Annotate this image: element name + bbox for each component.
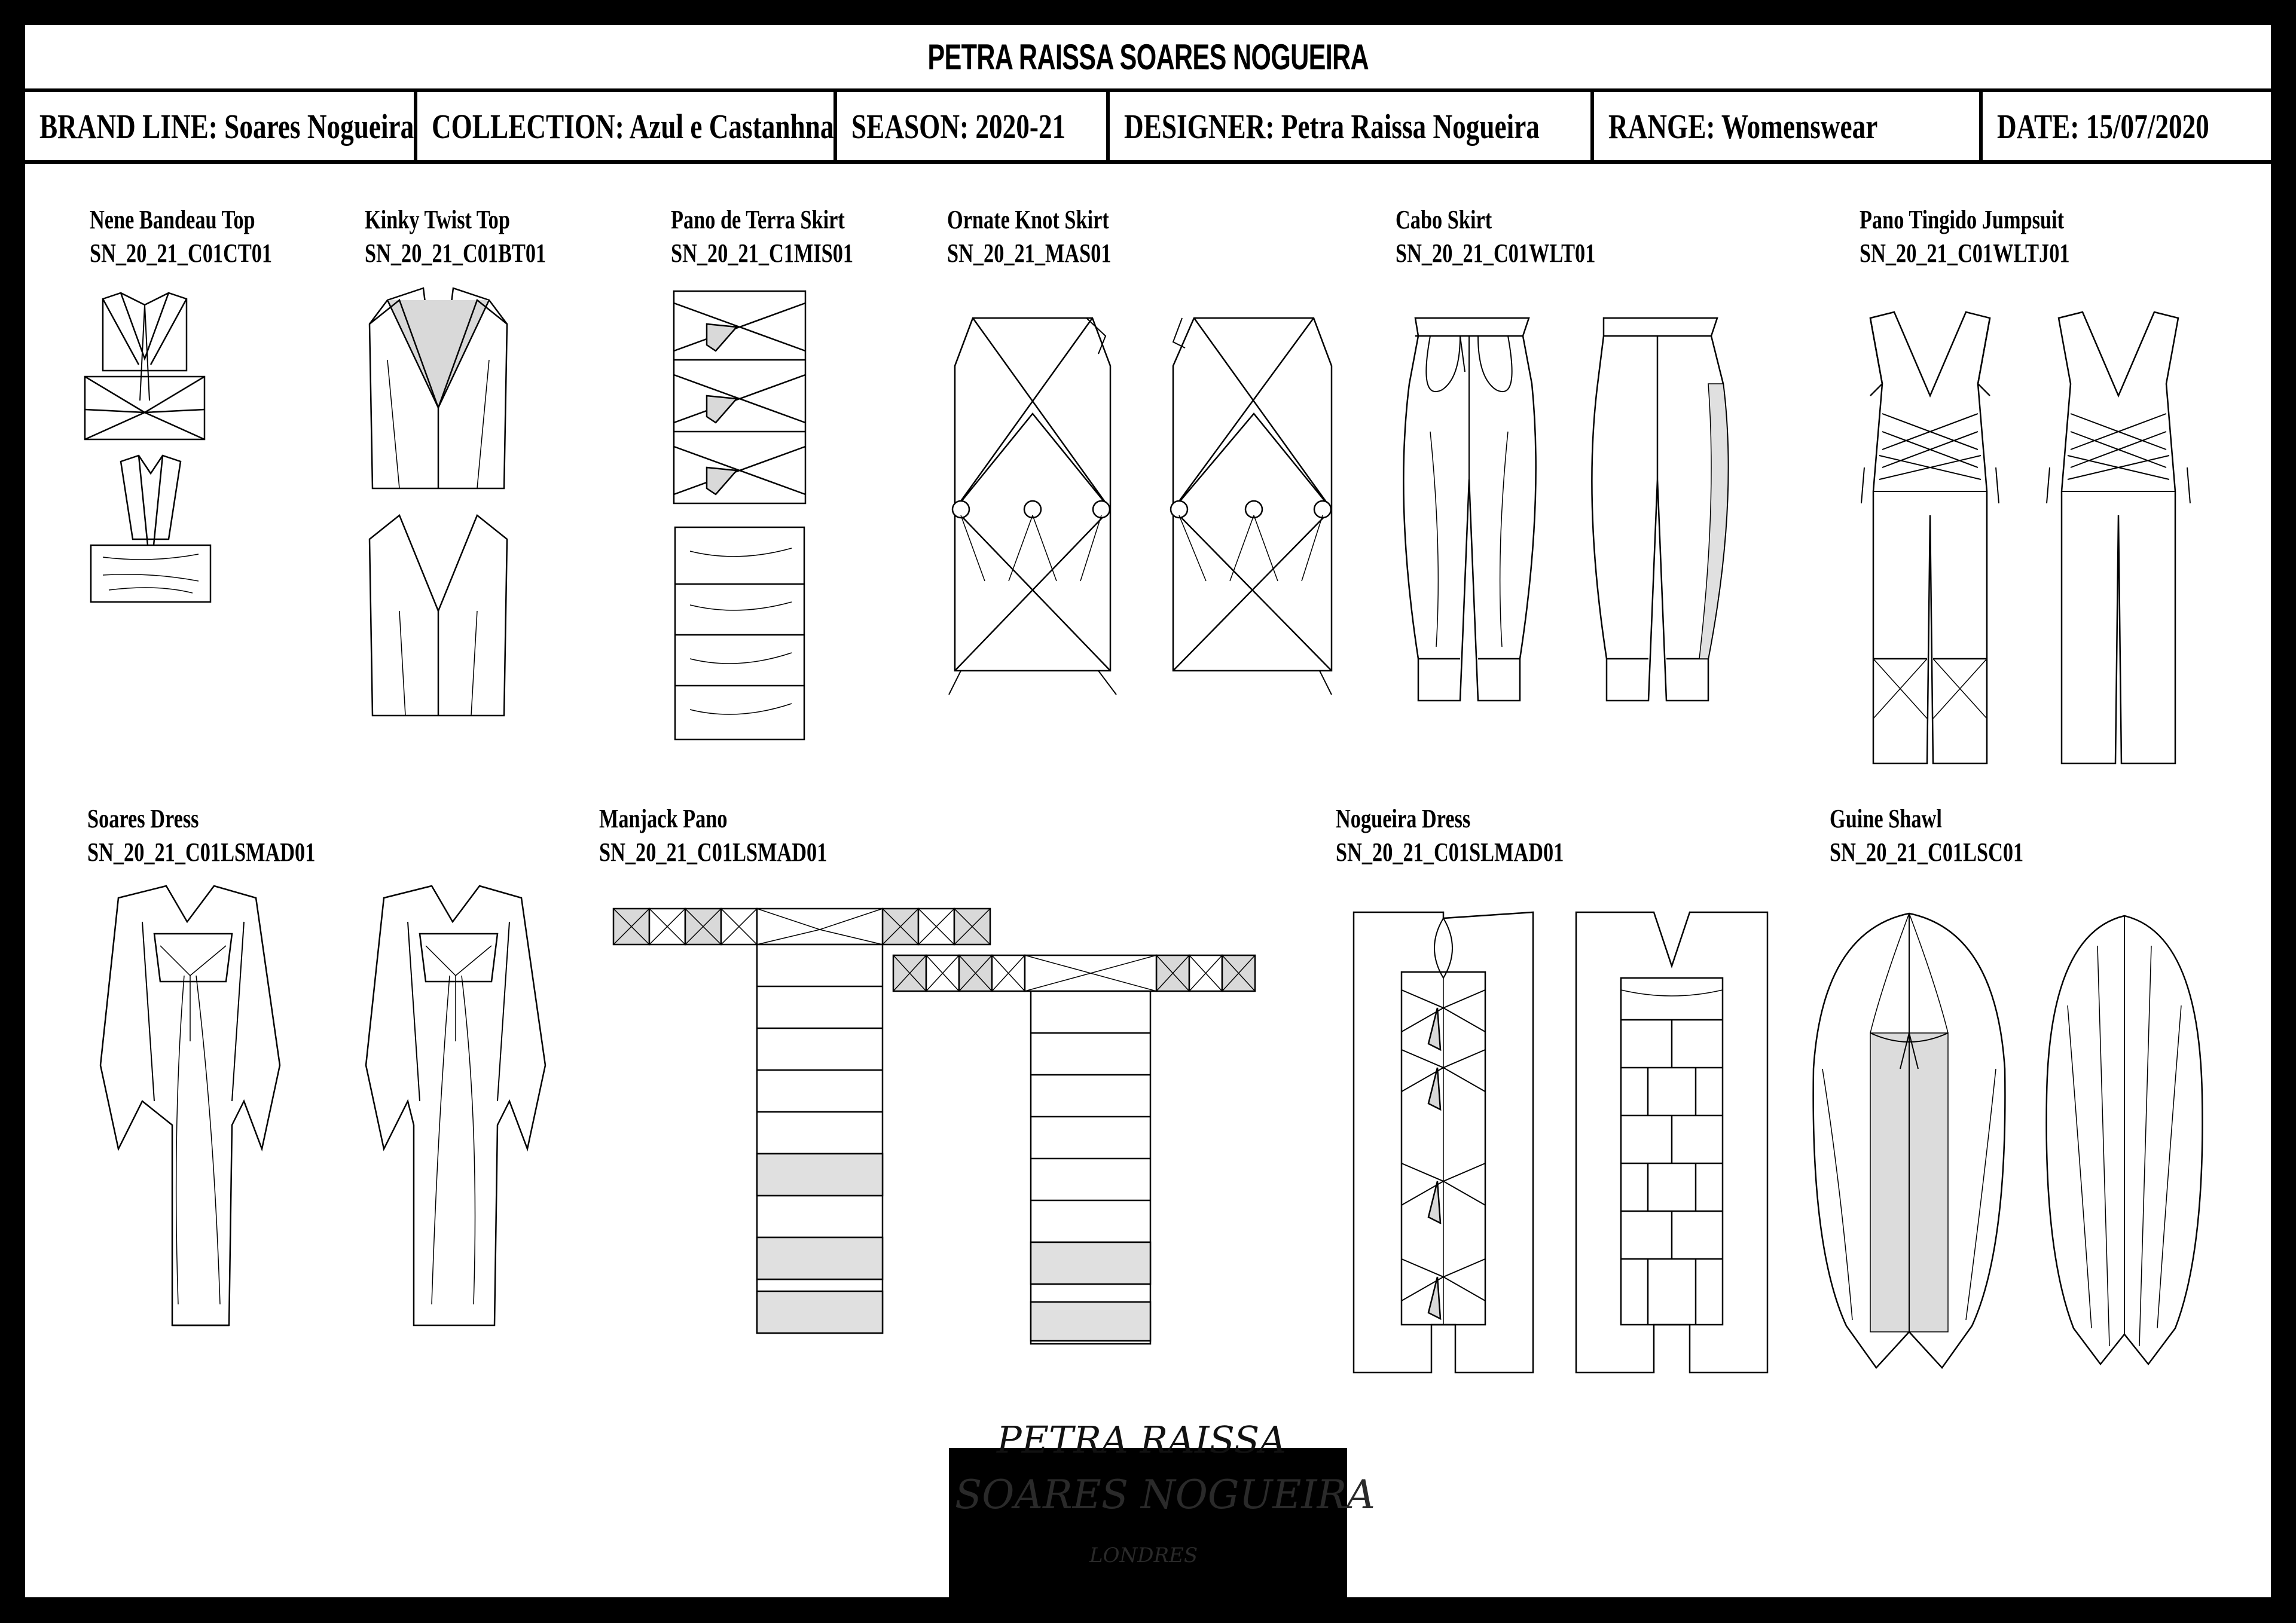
ornate-knot-skirt-back-sketch xyxy=(1170,312,1344,695)
garment-label-nene-bandeau-top: Nene Bandeau Top SN_20_21_C01CT01 xyxy=(90,203,323,270)
garment-code: SN_20_21_MAS01 xyxy=(947,239,1112,268)
garment-code: SN_20_21_C01LSMAD01 xyxy=(87,838,316,867)
nene-bandeau-top-front-sketch xyxy=(85,293,204,448)
date-cell: DATE: 15/07/2020 xyxy=(1983,92,2271,160)
garment-name: Soares Dress xyxy=(87,804,199,833)
garment-name: Pano Tingido Jumpsuit xyxy=(1860,205,2065,234)
range-cell: RANGE: Womenswear xyxy=(1594,92,1983,160)
collection-cell: COLLECTION: Azul e Castanhna xyxy=(417,92,837,160)
garment-label-kinky-twist-top: Kinky Twist Top SN_20_21_C01BT01 xyxy=(365,203,597,270)
nene-bandeau-top-back-sketch xyxy=(91,456,210,605)
garment-label-soares-dress: Soares Dress SN_20_21_C01LSMAD01 xyxy=(87,802,380,869)
garment-code: SN_20_21_C01WLTJ01 xyxy=(1860,239,2070,268)
garment-code: SN_20_21_C01CT01 xyxy=(90,239,273,268)
garment-code: SN_20_21_C01LSC01 xyxy=(1830,838,2024,867)
garment-name: Guine Shawl xyxy=(1830,804,1942,833)
page-title: PETRA RAISSA SOARES NOGUEIRA xyxy=(927,36,1369,77)
designer: DESIGNER: Petra Raissa Nogueira xyxy=(1124,106,1540,146)
garment-name: Manjack Pano xyxy=(599,804,728,833)
logo-line-3: LONDRES xyxy=(1089,1543,1198,1567)
nogueira-dress-back-sketch xyxy=(1576,912,1767,1376)
kinky-twist-top-back-sketch xyxy=(364,515,513,719)
logo-line-1: PETRA RAISSA xyxy=(997,1418,1287,1462)
title-bar: PETRA RAISSA SOARES NOGUEIRA xyxy=(25,25,2271,92)
garment-name: Kinky Twist Top xyxy=(365,205,510,234)
garment-code: SN_20_21_C01BT01 xyxy=(365,239,546,268)
brand-line: BRAND LINE: Soares Nogueira xyxy=(39,106,414,146)
garment-name: Nogueira Dress xyxy=(1336,804,1471,833)
garment-name: Cabo Skirt xyxy=(1396,205,1492,234)
info-bar: BRAND LINE: Soares Nogueira COLLECTION: … xyxy=(25,92,2271,164)
garment-code: SN_20_21_C1MIS01 xyxy=(671,239,854,268)
soares-dress-back-sketch xyxy=(348,886,545,1328)
season: SEASON: 2020-21 xyxy=(851,106,1066,146)
date: DATE: 15/07/2020 xyxy=(1997,106,2209,146)
season-cell: SEASON: 2020-21 xyxy=(837,92,1110,160)
pano-tingido-jumpsuit-back-sketch xyxy=(2044,312,2193,766)
cabo-skirt-front-sketch xyxy=(1394,312,1544,707)
garment-label-pano-tingido-jumpsuit: Pano Tingido Jumpsuit SN_20_21_C01WLTJ01 xyxy=(1860,203,2129,270)
garment-name: Ornate Knot Skirt xyxy=(947,205,1109,234)
guine-shawl-back-sketch xyxy=(2044,916,2205,1370)
guine-shawl-front-sketch xyxy=(1810,913,2008,1374)
garment-name: Pano de Terra Skirt xyxy=(671,205,845,234)
collection: COLLECTION: Azul e Castanhna xyxy=(432,106,834,146)
kinky-twist-top-front-sketch xyxy=(364,288,513,491)
pano-de-terra-skirt-back-sketch xyxy=(672,527,807,742)
garment-code: SN_20_21_C01SLMAD01 xyxy=(1336,838,1564,867)
garment-code: SN_20_21_C01WLT01 xyxy=(1396,239,1596,268)
manjack-pano-front-sketch xyxy=(613,909,1002,1333)
garment-code: SN_20_21_C01LSMAD01 xyxy=(599,838,828,867)
soares-dress-front-sketch xyxy=(83,886,280,1328)
cabo-skirt-back-sketch xyxy=(1580,312,1735,707)
garment-label-guine-shawl: Guine Shawl SN_20_21_C01LSC01 xyxy=(1830,802,2078,869)
designer-cell: DESIGNER: Petra Raissa Nogueira xyxy=(1110,92,1594,160)
ornate-knot-skirt-front-sketch xyxy=(949,312,1128,695)
garment-label-ornate-knot-skirt: Ornate Knot Skirt SN_20_21_MAS01 xyxy=(947,203,1158,270)
garment-label-nogueira-dress: Nogueira Dress SN_20_21_C01SLMAD01 xyxy=(1336,802,1628,869)
garment-label-pano-de-terra-skirt: Pano de Terra Skirt SN_20_21_C1MIS01 xyxy=(671,203,905,270)
spec-sheet: PETRA RAISSA SOARES NOGUEIRA BRAND LINE:… xyxy=(25,25,2271,1597)
nogueira-dress-front-sketch xyxy=(1354,912,1533,1376)
range: RANGE: Womenswear xyxy=(1608,106,1878,146)
manjack-pano-back-sketch xyxy=(893,955,1288,1344)
brand-line-cell: BRAND LINE: Soares Nogueira xyxy=(25,92,417,160)
brand-logo: PETRA RAISSA SOARES NOGUEIRA LONDRES xyxy=(949,1418,1375,1597)
garment-name: Nene Bandeau Top xyxy=(90,205,255,234)
logo-line-2: SOARES NOGUEIRA xyxy=(955,1472,1375,1518)
pano-tingido-jumpsuit-front-sketch xyxy=(1858,312,2002,766)
pano-de-terra-skirt-front-sketch xyxy=(671,291,808,506)
garment-label-manjack-pano: Manjack Pano SN_20_21_C01LSMAD01 xyxy=(599,802,891,869)
garment-label-cabo-skirt: Cabo Skirt SN_20_21_C01WLT01 xyxy=(1396,203,1652,270)
